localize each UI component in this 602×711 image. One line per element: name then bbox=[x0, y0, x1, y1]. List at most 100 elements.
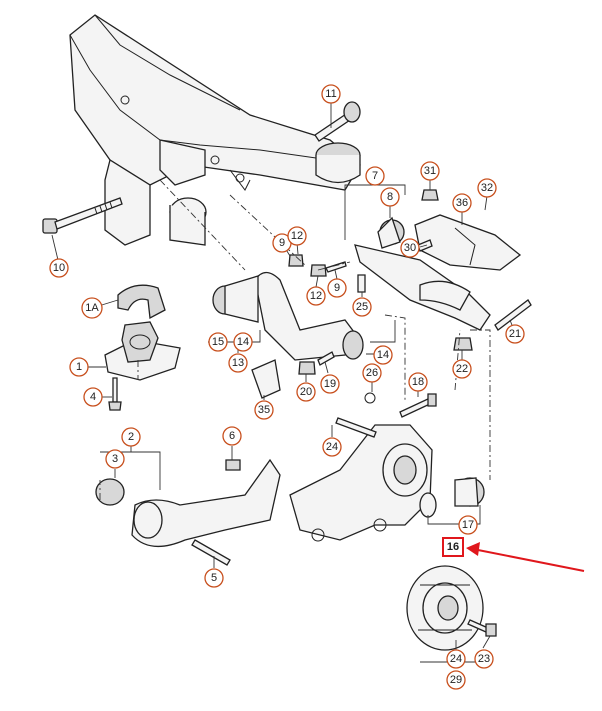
svg-text:3: 3 bbox=[112, 453, 118, 465]
svg-text:14: 14 bbox=[237, 336, 249, 348]
callout-17: 17 bbox=[458, 515, 478, 535]
callout-24-lower: 24 bbox=[446, 649, 466, 669]
svg-text:24: 24 bbox=[450, 653, 462, 665]
callout-29: 29 bbox=[446, 670, 466, 690]
control-arm-7 bbox=[354, 216, 491, 331]
rear-subframe bbox=[69, 14, 361, 246]
svg-text:5: 5 bbox=[211, 572, 217, 584]
callout-23: 23 bbox=[474, 649, 494, 669]
callout-25: 25 bbox=[352, 297, 372, 317]
callout-14-right: 14 bbox=[373, 345, 393, 365]
callout-3: 3 bbox=[105, 449, 125, 469]
callout-4: 4 bbox=[83, 387, 103, 407]
svg-text:10: 10 bbox=[53, 262, 65, 274]
bolt-21 bbox=[494, 299, 532, 331]
svg-text:1: 1 bbox=[76, 361, 82, 373]
callout-8: 8 bbox=[380, 187, 400, 207]
callout-1: 1 bbox=[69, 357, 89, 377]
svg-text:12: 12 bbox=[310, 290, 322, 302]
svg-text:14: 14 bbox=[377, 349, 389, 361]
trailing-arm-2 bbox=[95, 458, 281, 547]
svg-text:1A: 1A bbox=[85, 302, 99, 314]
callout-22: 22 bbox=[452, 359, 472, 379]
callout-19: 19 bbox=[320, 374, 340, 394]
svg-text:15: 15 bbox=[212, 336, 224, 348]
wheel-knuckle bbox=[289, 424, 433, 542]
bolt-24-upper bbox=[335, 417, 377, 438]
svg-text:29: 29 bbox=[450, 674, 462, 686]
callout-21: 21 bbox=[505, 324, 525, 344]
svg-text:7: 7 bbox=[372, 170, 378, 182]
svg-text:13: 13 bbox=[232, 357, 244, 369]
bracket-36 bbox=[414, 214, 522, 271]
callout-30: 30 bbox=[400, 238, 420, 258]
svg-text:30: 30 bbox=[404, 242, 416, 254]
svg-text:24: 24 bbox=[326, 441, 338, 453]
bolt-4 bbox=[108, 377, 122, 411]
upper-control-arm bbox=[212, 271, 364, 361]
svg-text:18: 18 bbox=[412, 376, 424, 388]
svg-text:12: 12 bbox=[291, 230, 303, 242]
callout-5: 5 bbox=[204, 568, 224, 588]
clip-35 bbox=[251, 359, 281, 399]
callout-26: 26 bbox=[362, 363, 382, 383]
svg-text:16: 16 bbox=[447, 541, 459, 553]
callout-35: 35 bbox=[254, 400, 274, 420]
svg-text:32: 32 bbox=[481, 182, 493, 194]
callout-10: 10 bbox=[49, 258, 69, 278]
svg-text:22: 22 bbox=[456, 363, 468, 375]
small-fasteners bbox=[288, 254, 376, 404]
bolt-11 bbox=[314, 101, 361, 142]
highlight-part-16[interactable]: 16 bbox=[442, 537, 464, 557]
svg-text:25: 25 bbox=[356, 301, 368, 313]
red-arrow-pointer bbox=[466, 542, 585, 572]
svg-text:35: 35 bbox=[258, 404, 270, 416]
rubber-mount-1a bbox=[117, 284, 166, 320]
bushing-16 bbox=[419, 492, 437, 518]
svg-text:19: 19 bbox=[324, 378, 336, 390]
callout-12-top: 12 bbox=[287, 226, 307, 246]
callout-6: 6 bbox=[222, 426, 242, 446]
nut-31 bbox=[421, 189, 439, 201]
svg-text:21: 21 bbox=[509, 328, 521, 340]
bushing-17 bbox=[454, 477, 485, 507]
callout-2: 2 bbox=[121, 427, 141, 447]
bolt-10 bbox=[42, 197, 123, 234]
svg-text:17: 17 bbox=[462, 519, 474, 531]
callout-7: 7 bbox=[365, 166, 385, 186]
svg-text:6: 6 bbox=[229, 430, 235, 442]
svg-text:9: 9 bbox=[334, 282, 340, 294]
mount-bracket-1 bbox=[104, 321, 181, 381]
svg-text:11: 11 bbox=[325, 88, 336, 100]
callout-13: 13 bbox=[228, 353, 248, 373]
callout-11: 11 bbox=[321, 84, 341, 104]
callout-24-upper: 24 bbox=[322, 437, 342, 457]
callout-1a: 1A bbox=[81, 297, 103, 319]
svg-text:4: 4 bbox=[90, 391, 96, 403]
callout-32: 32 bbox=[477, 178, 497, 198]
callout-18: 18 bbox=[408, 372, 428, 392]
nut-22 bbox=[453, 337, 473, 351]
svg-text:8: 8 bbox=[387, 191, 393, 203]
callout-9-mid: 9 bbox=[327, 278, 347, 298]
svg-text:2: 2 bbox=[128, 431, 134, 443]
svg-text:23: 23 bbox=[478, 653, 490, 665]
bolt-18 bbox=[399, 393, 437, 418]
callout-15: 15 bbox=[208, 332, 228, 352]
bolt-6 bbox=[225, 459, 241, 471]
bolt-23 bbox=[467, 619, 497, 637]
callout-14-left: 14 bbox=[233, 332, 253, 352]
svg-text:26: 26 bbox=[366, 367, 378, 379]
callout-36: 36 bbox=[452, 193, 472, 213]
bolt-5 bbox=[191, 539, 231, 566]
wheel-hub bbox=[406, 565, 484, 651]
svg-text:9: 9 bbox=[279, 237, 285, 249]
callout-12-mid: 12 bbox=[306, 286, 326, 306]
assembly-lines bbox=[99, 179, 491, 500]
callout-31: 31 bbox=[420, 161, 440, 181]
svg-text:20: 20 bbox=[300, 386, 312, 398]
svg-text:36: 36 bbox=[456, 197, 468, 209]
callout-20: 20 bbox=[296, 382, 316, 402]
svg-text:31: 31 bbox=[424, 165, 436, 177]
